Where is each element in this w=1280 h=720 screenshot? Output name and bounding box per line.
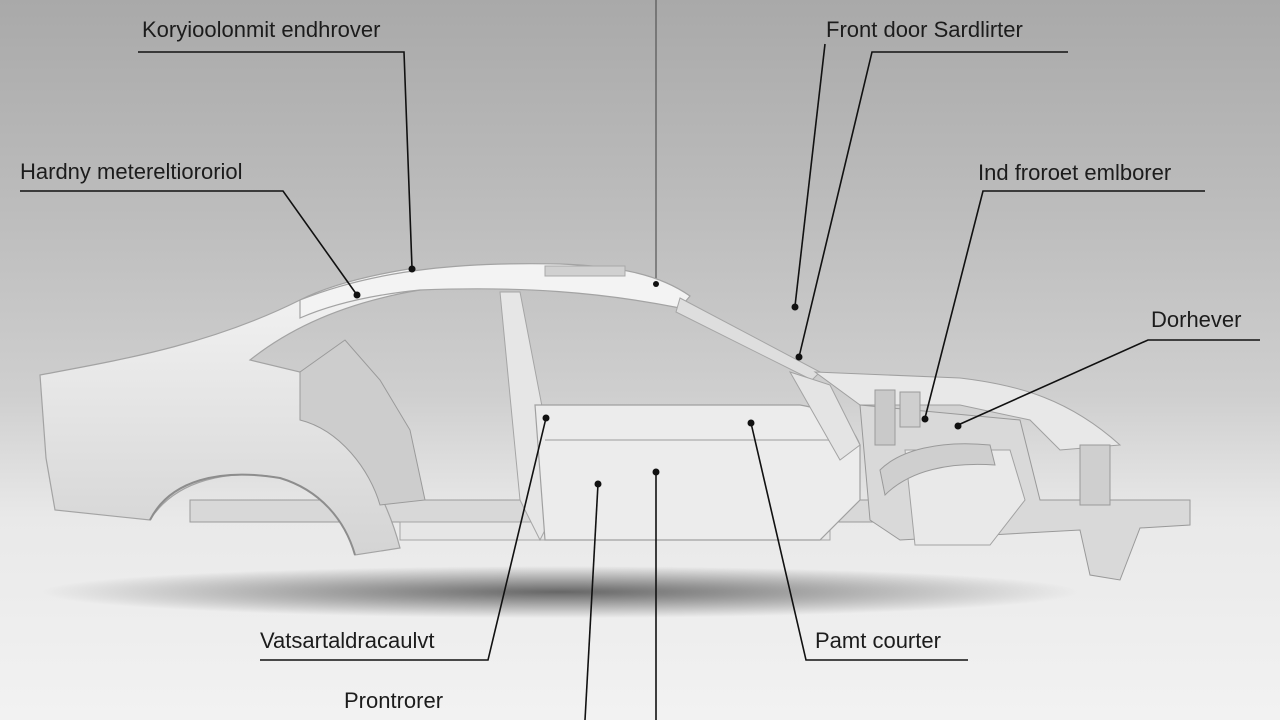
roof-panel [299,263,691,319]
leader-top-right-a [794,43,826,307]
roof-slot [544,265,626,277]
rear-wheel-arch [149,473,356,556]
rear-inner-structure [299,339,426,506]
front-door-panel [534,404,861,541]
front-structure [813,371,1191,581]
label-right: Dorhever [1151,307,1242,332]
leader-dots [353,265,962,488]
a-pillar-lower [788,371,861,461]
leader-lines [20,43,1260,720]
leader-bottom-left [260,417,547,661]
windshield-pillar [675,297,821,381]
leader-mid-left [20,190,358,296]
ground-shadow [40,566,1080,618]
leader-top-left [138,51,413,269]
leader-mid-right [924,190,1205,419]
leader-top-right-b [798,51,1068,358]
label-top-right: Front door Sardlirter [826,17,1023,42]
leader-bottom-right [750,422,968,661]
leader-bottom-center-a [584,483,599,720]
label-bottom-center: Prontrorer [344,688,444,713]
label-bottom-right: Pamt courter [815,628,941,653]
label-mid-left: Hardny metereltiororiol [20,159,243,184]
label-mid-right: Ind froroet emlborer [978,160,1172,185]
label-bottom-left: Vatsartaldracaulvt [260,628,435,653]
leader-right [957,339,1260,426]
label-top-left: Koryioolonmit endhrover [142,17,381,42]
